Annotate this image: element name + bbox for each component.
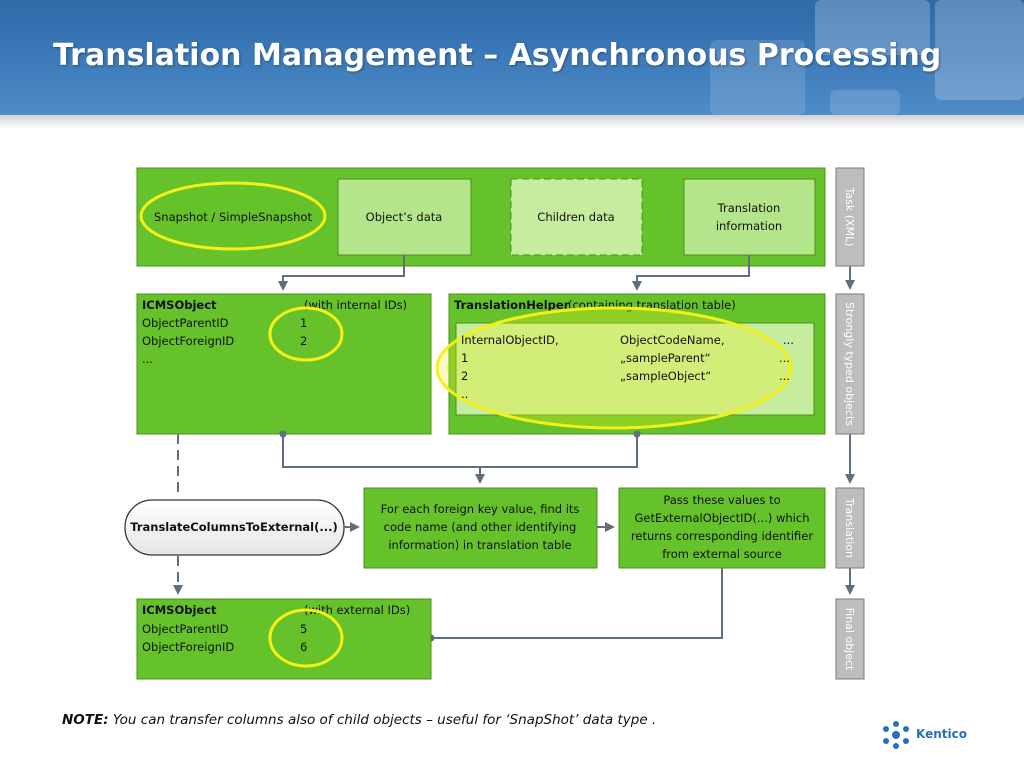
objects-data-label: Object’s data bbox=[366, 210, 443, 224]
icms-internal-note: (with internal IDs) bbox=[304, 298, 407, 312]
children-data-box bbox=[510, 178, 643, 256]
side-label-strongly-typed: Strongly typed objects bbox=[843, 302, 856, 426]
header-shadow bbox=[0, 115, 1024, 129]
snapshot-label: Snapshot / SimpleSnapshot bbox=[154, 210, 312, 224]
snapshot-highlight bbox=[139, 181, 327, 251]
method-label: TranslateColumnsToExternal(...) bbox=[130, 520, 338, 534]
translation-info-label-2: information bbox=[716, 219, 782, 233]
icms-internal-ellipsis: ... bbox=[142, 352, 153, 366]
icms-external-row2-value: 6 bbox=[300, 640, 307, 654]
side-label-task: Task (XML) bbox=[843, 187, 856, 247]
header-decor-square bbox=[935, 0, 1024, 100]
translation-table-row2-more: ... bbox=[779, 369, 790, 383]
internal-ids-highlight bbox=[268, 306, 344, 362]
note-label: NOTE: bbox=[62, 712, 109, 728]
icms-internal-row2-label: ObjectForeignID bbox=[142, 334, 234, 348]
kentico-logo-icon bbox=[883, 721, 909, 749]
footer-note: NOTE: You can transfer columns also of c… bbox=[62, 712, 656, 728]
step1-line3: information) in translation table bbox=[388, 538, 571, 552]
step2-line2: GetExternalObjectID(...) which bbox=[634, 511, 809, 525]
slide-title: Translation Management – Asynchronous Pr… bbox=[53, 38, 942, 73]
step1-box bbox=[363, 487, 598, 569]
kentico-logo-text: Kentico bbox=[916, 727, 967, 741]
icms-external-note: (with external IDs) bbox=[304, 603, 410, 617]
slide-header: Translation Management – Asynchronous Pr… bbox=[0, 0, 1024, 115]
translation-table-row1-name: „sampleParent“ bbox=[620, 351, 711, 365]
side-label-task-box bbox=[835, 167, 865, 267]
icms-external-row2-label: ObjectForeignID bbox=[142, 640, 234, 654]
icms-object-internal-box bbox=[136, 293, 432, 435]
step2-box bbox=[618, 487, 826, 569]
step2-line4: from external source bbox=[662, 547, 782, 561]
translation-table-col1-header: InternalObjectID, bbox=[461, 333, 559, 347]
translation-info-label-1: Translation bbox=[717, 201, 781, 215]
note-text: You can transfer columns also of child o… bbox=[108, 712, 657, 728]
icms-external-row1-value: 5 bbox=[300, 622, 307, 636]
translation-info-box bbox=[683, 178, 816, 256]
translation-table-row2-id: 2 bbox=[461, 369, 468, 383]
arrow-objects-data bbox=[278, 255, 405, 291]
step2-line3: returns corresponding identifier bbox=[631, 529, 813, 543]
translation-table-col3-header: ... bbox=[783, 333, 794, 347]
external-ids-highlight bbox=[268, 608, 344, 668]
translation-table-row2-name: „sampleObject“ bbox=[620, 369, 711, 383]
icms-internal-row1-label: ObjectParentID bbox=[142, 316, 229, 330]
children-data-label: Children data bbox=[537, 210, 614, 224]
translation-table-row1-id: 1 bbox=[461, 351, 468, 365]
side-label-final-box bbox=[835, 598, 865, 680]
translation-table bbox=[455, 322, 815, 416]
side-label-translation-box bbox=[835, 487, 865, 569]
icms-internal-row2-value: 2 bbox=[300, 334, 307, 348]
objects-data-box bbox=[337, 178, 472, 256]
icms-external-title: ICMSObject bbox=[142, 603, 217, 617]
header-decor-square bbox=[815, 0, 930, 55]
translation-table-highlight bbox=[435, 306, 793, 430]
header-decor-square bbox=[710, 40, 805, 115]
step1-line2: code name (and other identifying bbox=[384, 520, 577, 534]
kentico-logo: Kentico bbox=[880, 720, 980, 750]
step2-line1: Pass these values to bbox=[663, 493, 780, 507]
translation-table-row1-more: ... bbox=[779, 351, 790, 365]
side-label-translation: Translation bbox=[843, 497, 856, 558]
connector-step2-to-output bbox=[427, 568, 723, 642]
step1-line1: For each foreign key value, find its bbox=[381, 502, 580, 516]
icms-external-row1-label: ObjectParentID bbox=[142, 622, 229, 636]
arrow-translation-info bbox=[632, 255, 750, 291]
icms-object-external-box bbox=[136, 598, 432, 680]
icms-internal-title: ICMSObject bbox=[142, 298, 217, 312]
translation-helper-title: TranslationHelper bbox=[454, 298, 570, 312]
translation-table-ellipsis: .. bbox=[461, 387, 468, 401]
icms-internal-row1-value: 1 bbox=[300, 316, 307, 330]
connector-merge bbox=[279, 430, 641, 468]
side-label-final: Final object bbox=[843, 608, 856, 671]
header-decor-square bbox=[830, 90, 900, 115]
translation-table-col2-header: ObjectCodeName, bbox=[620, 333, 724, 347]
